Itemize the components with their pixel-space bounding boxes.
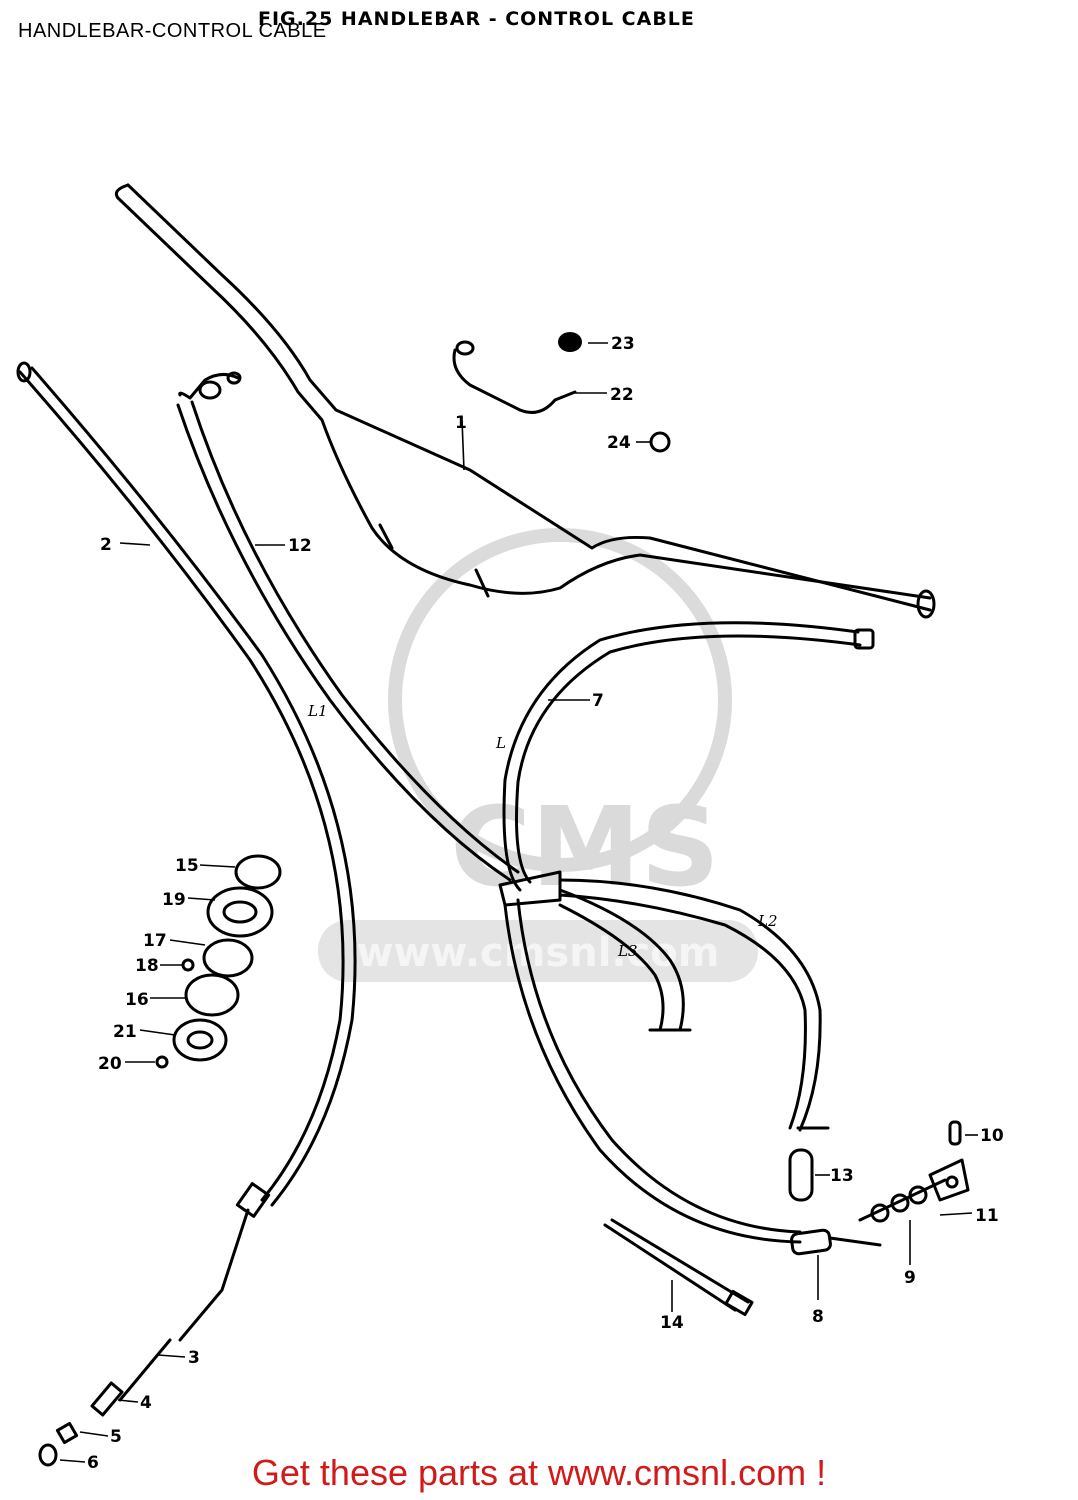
handlebar <box>114 183 936 619</box>
callout-16: 16 <box>125 990 149 1010</box>
watermark-logo-text: CMS <box>450 783 719 911</box>
callout-24: 24 <box>607 433 631 453</box>
callout-23: 23 <box>611 334 635 354</box>
sleeve-13 <box>788 1148 814 1202</box>
length-label-l2: L2 <box>757 912 778 930</box>
callout-17: 17 <box>143 931 167 951</box>
callout-10: 10 <box>980 1126 1004 1146</box>
callout-11: 11 <box>975 1206 999 1226</box>
callout-labels: 1 2 3 4 5 6 7 8 9 10 11 12 13 14 15 16 1… <box>87 334 1004 1473</box>
length-label-l3: L3 <box>617 942 638 960</box>
nut-24 <box>649 431 671 453</box>
grommet-23 <box>558 332 582 352</box>
callout-12: 12 <box>288 536 312 556</box>
callout-9: 9 <box>904 1268 916 1288</box>
callout-13: 13 <box>830 1166 854 1186</box>
callout-1: 1 <box>455 413 467 433</box>
callout-5: 5 <box>110 1427 122 1447</box>
callout-19: 19 <box>162 890 186 910</box>
watermark-url-text: www.cmsnl.com <box>357 930 720 976</box>
callout-18: 18 <box>135 956 159 976</box>
callout-15: 15 <box>175 856 199 876</box>
adjuster-assembly <box>858 1120 970 1223</box>
figure-header: FIG.25 HANDLEBAR - CONTROL CABLE <box>258 8 695 30</box>
length-label-l1: L1 <box>307 702 328 720</box>
callout-8: 8 <box>812 1307 824 1327</box>
lower-cable-end <box>38 1338 172 1467</box>
bracket-22 <box>452 348 577 414</box>
cable-2 <box>16 361 357 1342</box>
callout-20: 20 <box>98 1054 122 1074</box>
callout-4: 4 <box>140 1393 152 1413</box>
cable-8 <box>503 898 882 1256</box>
callout-6: 6 <box>87 1453 99 1473</box>
cable-junction <box>498 870 830 1132</box>
callout-7: 7 <box>592 691 604 711</box>
exploded-parts <box>155 854 282 1069</box>
callout-3: 3 <box>188 1348 200 1368</box>
tie-14 <box>603 1218 754 1317</box>
cable-12 <box>176 371 520 882</box>
cable-7 <box>502 621 875 892</box>
length-labels: L1 L2 L3 L <box>307 702 778 960</box>
callout-21: 21 <box>113 1022 137 1042</box>
callout-2: 2 <box>100 535 112 555</box>
bracket-22-end <box>455 340 475 356</box>
footer-link[interactable]: Get these parts at www.cmsnl.com ! <box>251 1452 827 1493</box>
page-title: HANDLEBAR-CONTROL CABLE <box>18 20 327 42</box>
callout-14: 14 <box>660 1313 684 1333</box>
callout-22: 22 <box>610 385 634 405</box>
length-label-l-upper: L <box>495 734 506 752</box>
